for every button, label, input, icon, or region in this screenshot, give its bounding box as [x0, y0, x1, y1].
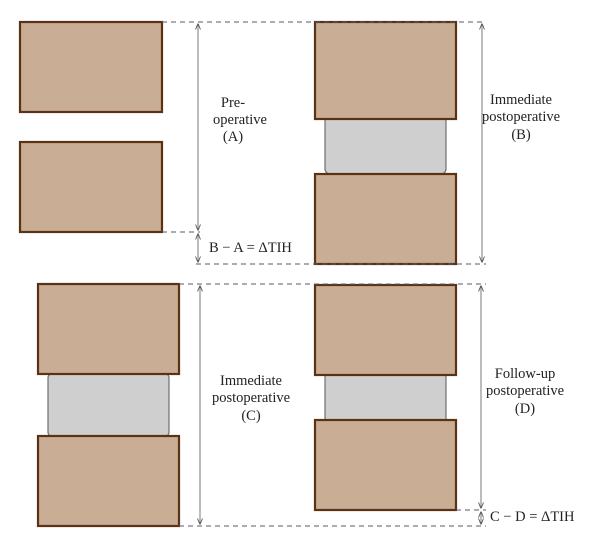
- cage-c: [47, 372, 170, 438]
- label-immc-1: Immediate: [220, 373, 282, 389]
- label-delta-1: B − A = ΔTIH: [209, 240, 292, 256]
- upper-vertebra-c: [36, 282, 181, 376]
- label-fu-2: postoperative: [486, 383, 564, 399]
- panel-follow-up-d: [313, 283, 458, 512]
- label-pre-2: operative: [213, 112, 267, 128]
- label-immc-2: postoperative: [212, 390, 290, 406]
- label-immc-3: (C): [241, 408, 261, 424]
- lower-vertebra-d: [313, 418, 458, 512]
- upper-vertebra-b: [313, 20, 458, 121]
- upper-vertebra-d: [313, 283, 458, 377]
- label-pre-1: Pre-: [221, 95, 245, 111]
- label-fu-3: (D): [515, 401, 535, 417]
- panel-immediate-postoperative-b: [313, 20, 458, 266]
- label-immb-3: (B): [511, 127, 531, 143]
- lower-vertebra-c: [36, 434, 181, 528]
- label-immb-2: postoperative: [482, 109, 560, 125]
- lower-vertebra-b: [313, 172, 458, 266]
- lower-vertebra-a: [18, 140, 164, 234]
- label-fu-1: Follow-up: [495, 366, 555, 382]
- label-pre-3: (A): [223, 129, 243, 145]
- upper-vertebra-a: [18, 20, 164, 114]
- label-delta-2: C − D = ΔTIH: [490, 509, 575, 525]
- label-immb-1: Immediate: [490, 92, 552, 108]
- panel-immediate-postoperative-c: [36, 282, 181, 528]
- panel-preoperative: [18, 20, 164, 234]
